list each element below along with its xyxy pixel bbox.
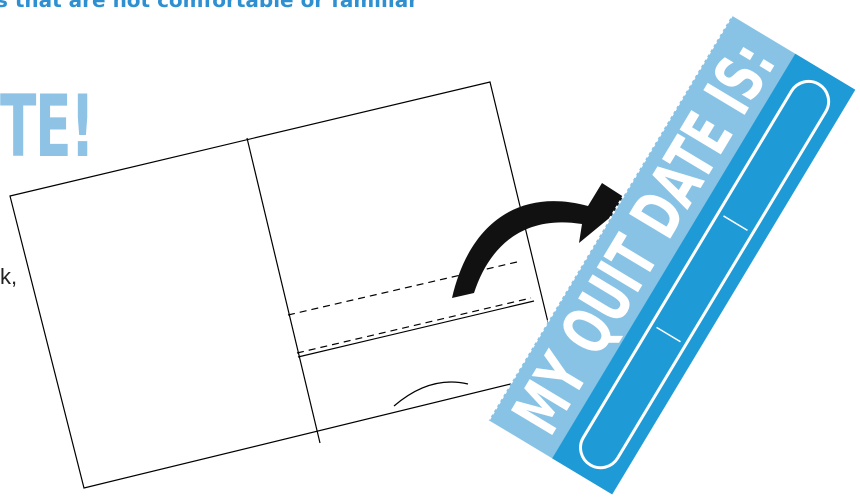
- center-fold-line: [246, 137, 321, 444]
- quit-date-card: MY QUIT DATE IS:: [487, 15, 856, 495]
- dashed-fold-line-lower: [296, 297, 532, 354]
- pocket-fold-line: [297, 300, 535, 358]
- body-text-fragment: k,: [0, 264, 18, 289]
- quit-card-perforation: [487, 15, 733, 421]
- curved-arrow-icon: [452, 183, 630, 298]
- folded-card: [9, 81, 561, 489]
- card-slot: [393, 381, 469, 407]
- intro-text: s that are not comfortable or familiar: [0, 0, 419, 12]
- heading-fragment: TE!: [0, 77, 95, 177]
- date-separator-2: [656, 326, 681, 343]
- date-write-line[interactable]: [573, 74, 836, 475]
- date-separator-1: [723, 215, 748, 231]
- card-outline: [9, 81, 561, 489]
